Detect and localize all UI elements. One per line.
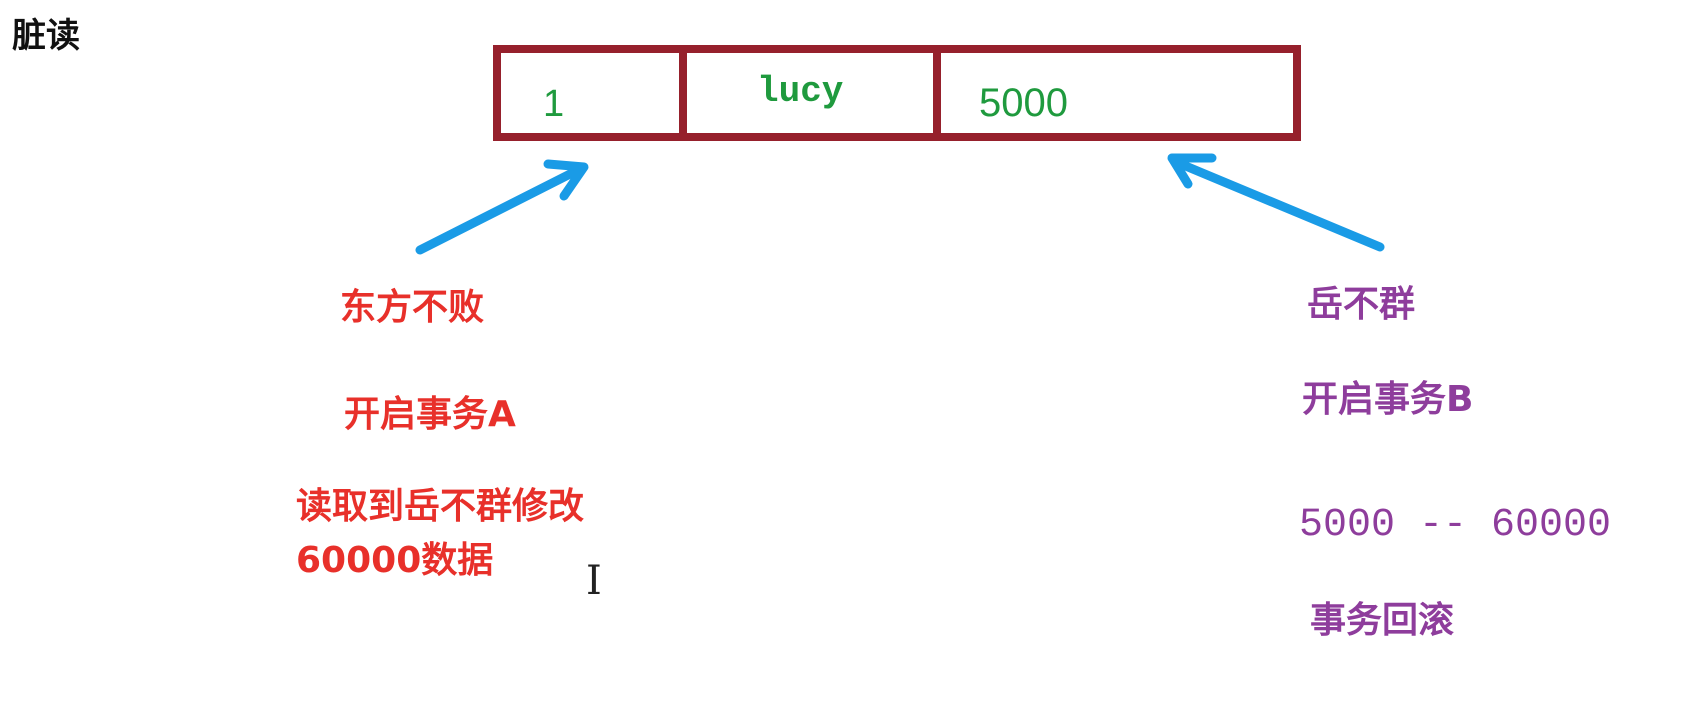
arrow-left-shaft (415, 165, 583, 255)
diagram-title: 脏读 (12, 16, 80, 56)
arrow-left-to-id (415, 159, 589, 255)
record-name-value: lucy (757, 71, 844, 112)
arrow-right-head (1167, 153, 1217, 189)
arrow-right-shaft (1171, 157, 1385, 252)
transaction-b-user: 岳不群 (1307, 284, 1416, 325)
transaction-b-rollback: 事务回滚 (1310, 600, 1455, 641)
transaction-a-user: 东方不败 (340, 287, 485, 328)
record-salary-value: 5000 (979, 81, 1068, 125)
arrow-left-head (543, 159, 589, 201)
transaction-a-start: 开启事务A (344, 394, 516, 435)
transaction-b-update: 5000 -- 60000 (1299, 503, 1612, 548)
transaction-a-read-line1: 读取到岳不群修改 (296, 486, 585, 527)
transaction-b-start: 开启事务B (1302, 379, 1474, 420)
data-record-row: 1 lucy 5000 (493, 45, 1301, 141)
arrow-right-to-salary (1167, 153, 1385, 252)
transaction-a-read-line2: 60000数据 (296, 540, 494, 581)
record-cell-id: 1 (501, 53, 679, 133)
record-id-value: 1 (543, 83, 565, 125)
text-cursor-icon: I (586, 558, 602, 604)
record-cell-salary: 5000 (933, 53, 1293, 133)
record-cell-name: lucy (679, 53, 933, 133)
